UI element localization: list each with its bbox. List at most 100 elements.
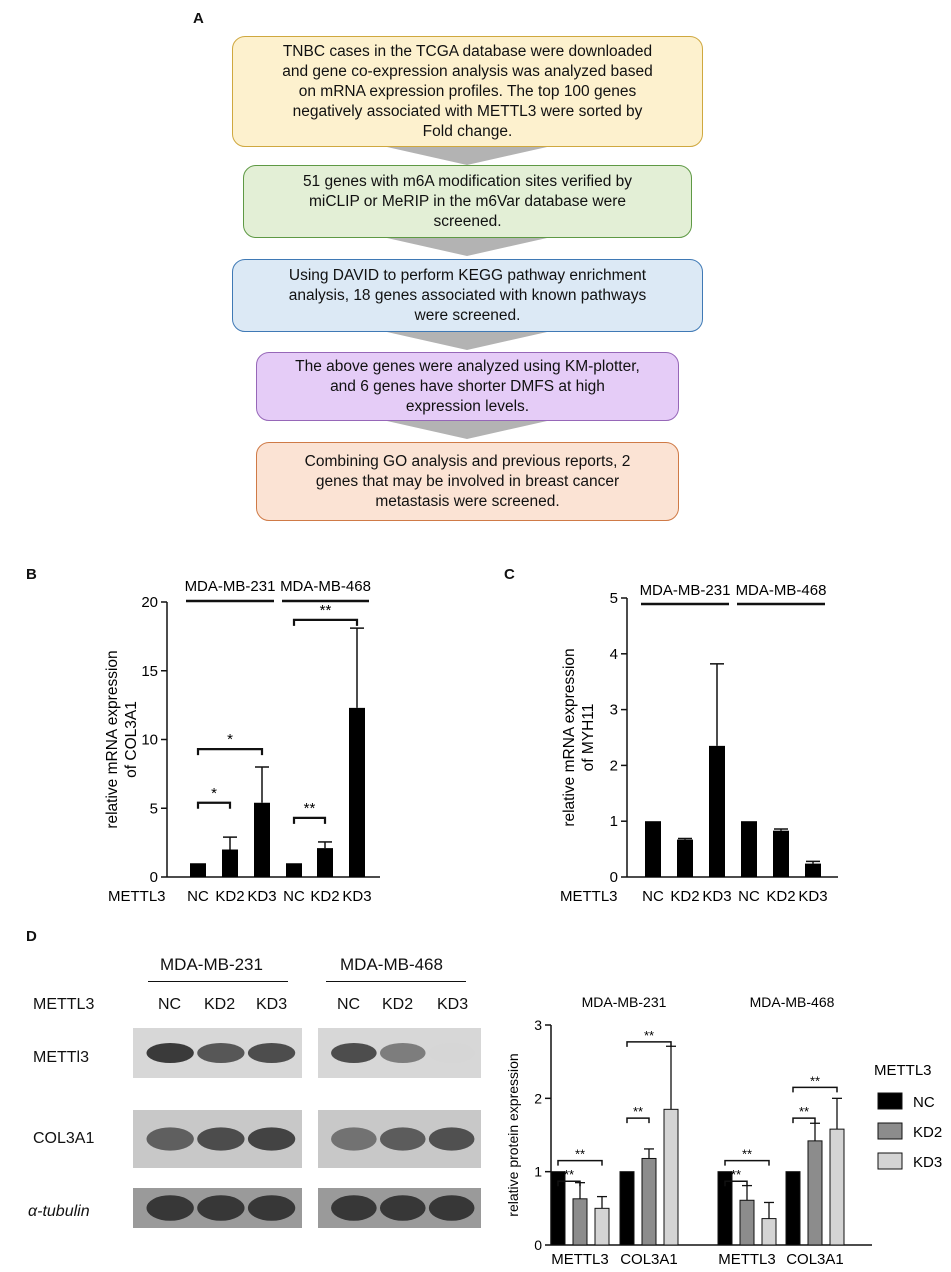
bar	[677, 839, 693, 877]
blot-cell-line-1: MDA-MB-231	[160, 955, 263, 974]
blot-lane-kd3-1: KD3	[256, 996, 288, 1013]
blot-band	[247, 1195, 296, 1221]
flow-step-2-line: 51 genes with m6A modification sites ver…	[302, 172, 633, 190]
significance-label: **	[304, 800, 316, 817]
bar-nc	[717, 1171, 733, 1246]
blot-lane-nc-1: NC	[158, 996, 182, 1013]
flow-step-1-line: Fold change.	[422, 122, 513, 140]
significance-label: *	[211, 785, 217, 802]
flow-arrow	[387, 238, 547, 256]
significance-label: **	[644, 1028, 654, 1043]
x-tick-label: NC	[187, 888, 209, 905]
bar-kd3	[829, 1128, 845, 1246]
blot-band	[146, 1127, 194, 1151]
y-tick-label: 15	[141, 663, 158, 680]
significance-bracket	[292, 618, 359, 626]
y-tick-label: 5	[610, 590, 618, 607]
panel-label-c: C	[504, 566, 515, 583]
group-label: MDA-MB-468	[736, 582, 827, 599]
legend-title: METTL3	[874, 1062, 932, 1079]
cell-line-label: MDA-MB-468	[750, 994, 835, 1010]
significance-bracket	[792, 1117, 816, 1124]
x-tick-label: METTL3	[718, 1251, 776, 1268]
flow-step-2-line: screened.	[433, 212, 502, 230]
cell-line-label: MDA-MB-231	[582, 994, 667, 1010]
x-tick-label: KD3	[798, 888, 827, 905]
y-axis-label: relative mRNA expression	[104, 650, 121, 828]
legend-swatch-nc	[877, 1092, 903, 1110]
bar-nc	[785, 1171, 801, 1246]
significance-bracket	[724, 1180, 748, 1187]
flow-step-4-line: and 6 genes have shorter DMFS at high	[330, 377, 605, 395]
x-tick-label: METTL3	[551, 1251, 609, 1268]
blot-row-label-tubulin: α-tubulin	[28, 1203, 90, 1220]
y-axis-label: relative protein expression	[505, 1053, 521, 1216]
y-tick-label: 2	[534, 1090, 542, 1106]
legend-swatch-kd2	[877, 1122, 903, 1140]
panel-label-a: A	[193, 10, 204, 27]
flow-step-1-line: negatively associated with METTL3 were s…	[292, 102, 643, 120]
y-axis-label: of COL3A1	[123, 701, 140, 778]
legend-swatch-kd3	[877, 1152, 903, 1170]
blot-band	[331, 1043, 377, 1063]
blot-band	[146, 1043, 194, 1063]
legend-label-nc: NC	[913, 1094, 935, 1111]
blot-band	[247, 1043, 296, 1063]
panel-label-b: B	[26, 566, 37, 583]
blot-band	[428, 1195, 475, 1221]
flow-step-4-line: expression levels.	[405, 397, 530, 415]
significance-label: **	[742, 1147, 752, 1162]
bar-kd3	[761, 1218, 777, 1246]
bar	[286, 863, 302, 877]
flow-step-4-line: The above genes were analyzed using KM-p…	[295, 357, 640, 375]
flow-arrow	[387, 147, 547, 165]
bar	[741, 821, 757, 877]
bar-kd3	[594, 1207, 610, 1246]
blot-band	[379, 1195, 426, 1221]
significance-label: *	[227, 731, 233, 748]
y-tick-label: 0	[534, 1237, 542, 1253]
x-tick-label: KD2	[215, 888, 244, 905]
group-label: MDA-MB-468	[280, 578, 371, 595]
y-tick-label: 0	[610, 869, 618, 886]
panel-label-d: D	[26, 928, 37, 945]
x-tick-label: NC	[283, 888, 305, 905]
significance-bracket	[626, 1117, 650, 1124]
row-label: METTL3	[560, 888, 618, 905]
blot-band	[247, 1127, 296, 1151]
blot-lane-nc-2: NC	[337, 996, 361, 1013]
bar	[645, 821, 661, 877]
x-tick-label: COL3A1	[786, 1251, 844, 1268]
bar-nc	[550, 1171, 566, 1246]
y-axis-label: relative mRNA expression	[561, 648, 578, 826]
flow-arrow	[387, 421, 547, 439]
flow-step-2-line: miCLIP or MeRIP in the m6Var database we…	[308, 192, 627, 210]
flow-step-2: 51 genes with m6A modification sites ver…	[243, 165, 692, 238]
y-tick-label: 5	[150, 800, 158, 817]
bar	[222, 849, 238, 877]
bar-kd2	[572, 1198, 588, 1246]
bar	[709, 745, 725, 877]
group-label: MDA-MB-231	[185, 578, 276, 595]
x-tick-label: KD2	[670, 888, 699, 905]
flow-step-5-line: Combining GO analysis and previous repor…	[304, 452, 631, 470]
y-tick-label: 2	[610, 757, 618, 774]
blot-cell-line-2-underline	[326, 981, 466, 982]
blot-cell-line-1-underline	[148, 981, 288, 982]
y-tick-label: 20	[141, 594, 158, 611]
blot-lane-header: METTL3	[33, 996, 95, 1013]
y-tick-label: 3	[534, 1017, 542, 1033]
significance-bracket	[292, 816, 327, 824]
flow-step-1: TNBC cases in the TCGA database were dow…	[232, 36, 703, 147]
significance-label: **	[575, 1147, 585, 1162]
blot-band	[146, 1195, 194, 1221]
significance-label: **	[320, 602, 332, 619]
bar-nc	[619, 1171, 635, 1246]
blot-band	[331, 1127, 377, 1151]
bar-kd2	[641, 1157, 657, 1246]
y-tick-label: 3	[610, 702, 618, 719]
x-tick-label: NC	[642, 888, 664, 905]
x-tick-label: KD3	[702, 888, 731, 905]
